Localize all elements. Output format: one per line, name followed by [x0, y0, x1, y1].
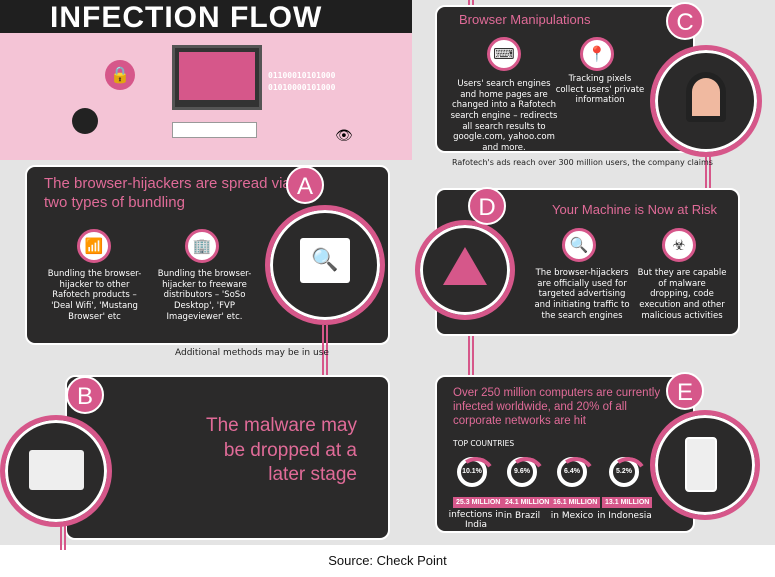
source-caption: Source: Check Point: [328, 553, 447, 568]
bomb-icon: [72, 108, 98, 134]
binary-text: 01100010101000 01010000101000: [268, 71, 336, 92]
section-c-item-1: Users' search engines and home pages are…: [450, 79, 558, 153]
keyboard-illustration: [172, 122, 257, 138]
monitor-illustration: [172, 45, 262, 110]
section-b-panel: The malware may be dropped at a later st…: [65, 375, 390, 540]
section-b-badge: B: [66, 376, 104, 414]
section-d-illustration: [415, 220, 515, 320]
biohazard-icon: ☣: [662, 228, 696, 262]
section-c-caption: Rafotech's ads reach over 300 million us…: [452, 158, 713, 167]
section-a-illustration: 🔍: [265, 205, 385, 325]
section-a-item-1: Bundling the browser-hijacker to other R…: [47, 269, 142, 322]
top-countries-label: TOP COUNTRIES: [453, 439, 515, 448]
section-d-badge: D: [468, 187, 506, 225]
section-a-heading: The browser-hijackers are spread via two…: [44, 175, 291, 211]
section-a-item-2: Bundling the browser-hijacker to freewar…: [157, 269, 252, 322]
section-e-illustration: [650, 410, 760, 520]
indonesia-percent-ring: 5.2%: [609, 457, 639, 487]
browser-search-icon: ⌨: [487, 37, 521, 71]
lock-icon: 🔒: [105, 60, 135, 90]
section-a-caption: Additional methods may be in use: [175, 348, 329, 358]
indonesia-label: in Indonesia: [597, 511, 652, 521]
india-percent-ring: 10.1%: [457, 457, 487, 487]
header: INFECTION FLOW 01100010101000 0101000010…: [0, 0, 412, 160]
connector-line: [322, 325, 328, 375]
brazil-label: in Brazil: [503, 511, 541, 521]
mexico-label: in Mexico: [550, 511, 594, 521]
eye-icon: 👁: [335, 128, 353, 144]
mexico-percent-ring: 6.4%: [557, 457, 587, 487]
section-e-heading: Over 250 million computers are currently…: [453, 387, 661, 427]
section-c-badge: C: [666, 2, 704, 40]
search-icon: 🔍: [562, 228, 596, 262]
section-d-heading: Your Machine is Now at Risk: [552, 202, 717, 217]
section-d-item-1: The browser-hijackers are officially use…: [534, 268, 630, 321]
section-a-badge: A: [286, 166, 324, 204]
connector-line: [705, 155, 711, 190]
wifi-icon: 📶: [77, 229, 111, 263]
brazil-percent-ring: 9.6%: [507, 457, 537, 487]
section-c-illustration: [650, 45, 762, 157]
brazil-count: 24.1 MILLION: [502, 497, 553, 508]
building-icon: 🏢: [185, 229, 219, 263]
mexico-count: 16.1 MILLION: [550, 497, 601, 508]
india-label: infections in India: [448, 510, 504, 530]
indonesia-count: 13.1 MILLION: [602, 497, 653, 508]
section-e-badge: E: [666, 372, 704, 410]
section-b-heading: The malware may be dropped at a later st…: [206, 415, 357, 486]
connector-line: [60, 525, 66, 550]
section-c-item-2: Tracking pixels collect users' private i…: [555, 74, 645, 106]
section-c-heading: Browser Manipulations: [459, 12, 591, 27]
section-c-panel: Browser Manipulations ⌨ Users' search en…: [435, 5, 695, 153]
connector-line: [468, 336, 474, 381]
page-title: INFECTION FLOW: [50, 1, 323, 34]
section-b-illustration: [0, 415, 112, 527]
section-d-item-2: But they are capable of malware dropping…: [637, 268, 727, 321]
location-pin-icon: 📍: [580, 37, 614, 71]
india-count: 25.3 MILLION: [453, 497, 504, 508]
